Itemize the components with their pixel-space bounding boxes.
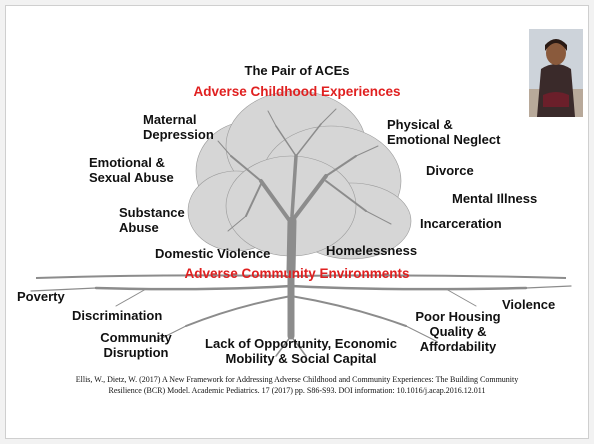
label-homelessness: Homelessness xyxy=(326,243,418,258)
label-poor-housing: Poor Housing Quality & Affordability xyxy=(415,309,501,354)
label-poverty: Poverty xyxy=(17,289,65,304)
label-discrimination: Discrimination xyxy=(72,308,163,323)
label-domestic-violence: Domestic Violence xyxy=(155,246,271,261)
adverse-community-environments-heading: Adverse Community Environments xyxy=(184,266,410,281)
label-emotional-sexual-abuse: Emotional & Sexual Abuse xyxy=(89,155,174,185)
slide: The Pair of ACEs Adverse Childhood Exper… xyxy=(5,5,589,439)
tree-illustration xyxy=(30,90,572,357)
label-physical-emotional-neglect: Physical & Emotional Neglect xyxy=(387,117,501,147)
speaker-photo xyxy=(529,29,583,117)
adverse-childhood-experiences-heading: Adverse Childhood Experiences xyxy=(193,84,401,99)
label-violence: Violence xyxy=(502,297,556,312)
label-incarceration: Incarceration xyxy=(420,216,502,231)
label-lack-of-opportunity: Lack of Opportunity, Economic Mobility &… xyxy=(205,336,397,366)
citation: Ellis, W., Dietz, W. (2017) A New Framew… xyxy=(75,375,519,395)
label-community-disruption: Community Disruption xyxy=(100,330,172,360)
diagram-title: The Pair of ACEs xyxy=(244,63,350,78)
label-maternal-depression: Maternal Depression xyxy=(143,112,214,142)
label-divorce: Divorce xyxy=(426,163,474,178)
label-mental-illness: Mental Illness xyxy=(452,191,538,206)
label-substance-abuse: Substance Abuse xyxy=(119,205,185,235)
